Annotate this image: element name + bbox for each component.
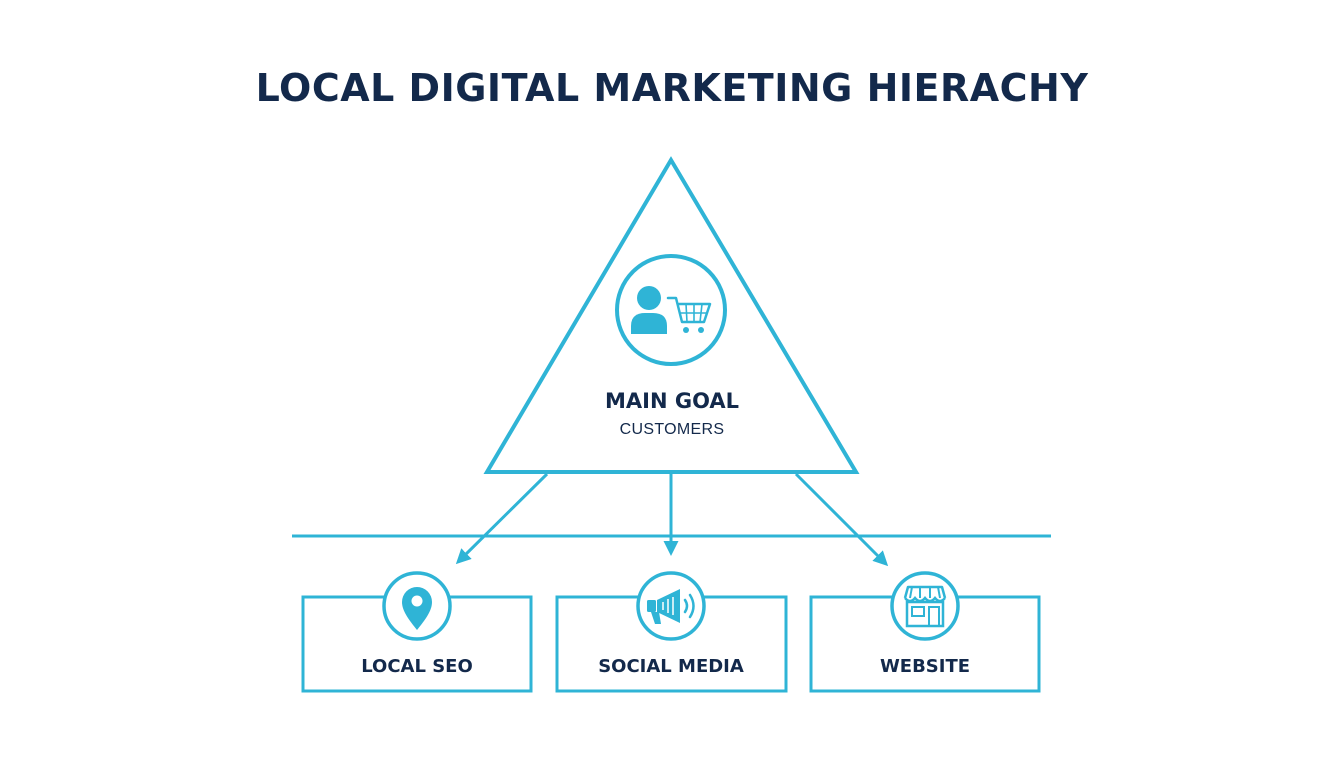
arrow-to-local-seo	[455, 472, 549, 565]
diagram-title: LOCAL DIGITAL MARKETING HIERACHY	[255, 66, 1089, 110]
map-pin-icon	[382, 571, 452, 641]
goal-label: MAIN GOAL	[604, 389, 739, 413]
channel-label-website: WEBSITE	[879, 656, 971, 677]
megaphone-icon	[636, 571, 706, 641]
channel-label-social-media: SOCIAL MEDIA	[598, 656, 744, 677]
storefront-icon	[890, 571, 960, 641]
goal-sublabel: CUSTOMERS	[619, 421, 725, 438]
arrow-to-website	[794, 472, 889, 567]
customer-cart-icon	[615, 254, 727, 366]
channel-box-local-seo	[301, 595, 533, 693]
channel-label-local-seo: LOCAL SEO	[361, 656, 473, 677]
